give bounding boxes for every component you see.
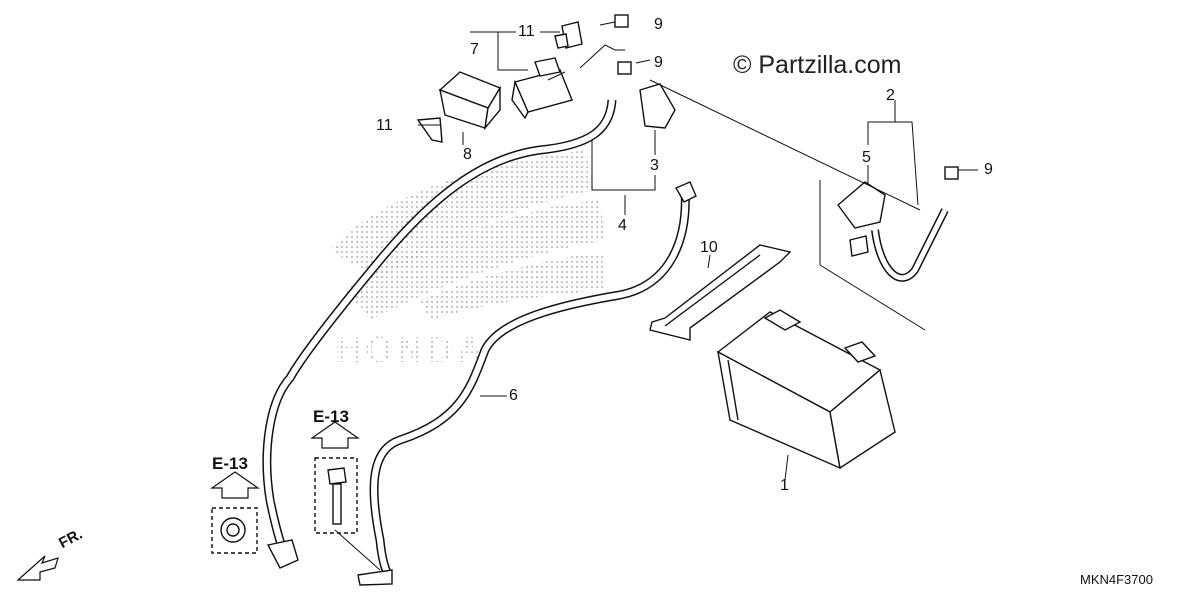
relay-box <box>438 71 502 131</box>
callout-4: 4 <box>618 217 627 234</box>
leader-lines <box>334 21 978 571</box>
inset-frame <box>649 79 926 331</box>
up-arrow-icon <box>210 471 260 499</box>
callout-3: 3 <box>650 157 659 174</box>
callout-10: 10 <box>700 239 718 256</box>
callout-5: 5 <box>862 149 871 166</box>
callout-1: 1 <box>780 477 789 494</box>
callout-11-top: 11 <box>518 23 535 40</box>
diagram-code: MKN4F3700 <box>1080 572 1153 587</box>
terminal-cover <box>639 83 676 129</box>
starter-cable <box>262 99 617 569</box>
cable-assembly-2 <box>837 181 949 282</box>
callout-8: 8 <box>463 146 472 163</box>
section-ref-center: E-13 <box>313 407 349 426</box>
callout-11-left: 11 <box>376 117 393 134</box>
callout-9-right: 9 <box>984 161 993 178</box>
callout-2: 2 <box>886 87 895 104</box>
callout-6: 6 <box>509 387 518 404</box>
fuse-holder-upper <box>554 21 583 49</box>
bolts <box>614 14 959 180</box>
battery <box>716 309 896 470</box>
fuse-lower <box>416 117 443 143</box>
copyright-notice: © Partzilla.com <box>733 51 902 79</box>
battery-ground-cable <box>357 181 697 586</box>
flange-bolt <box>314 457 358 534</box>
section-ref-left: E-13 <box>212 454 248 473</box>
up-arrow-icon <box>310 421 360 449</box>
front-arrow-icon <box>16 555 59 581</box>
callout-7: 7 <box>470 41 479 58</box>
battery-band <box>649 244 792 341</box>
flange-nut <box>211 507 258 554</box>
starter-relay <box>511 57 573 120</box>
callout-9-top: 9 <box>654 16 663 33</box>
callout-9-mid: 9 <box>654 54 663 71</box>
honda-watermark-text: HONDA <box>335 329 487 370</box>
